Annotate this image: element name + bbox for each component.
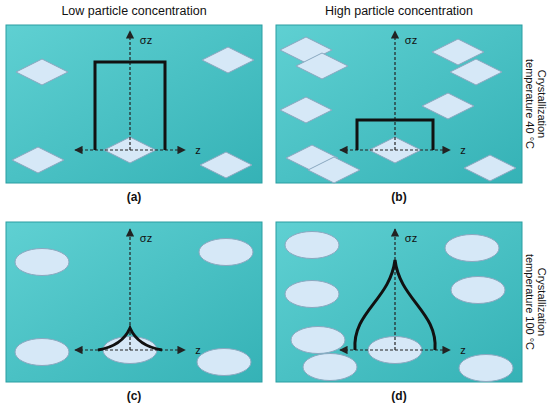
axis-label: σz [405,232,417,244]
axis-label: σz [140,232,152,244]
panel-label: (d) [391,390,406,403]
platelet-crystals [12,47,254,178]
row-heading: Crystallization temperature 100 °C [524,242,548,362]
platelet-crystals [280,37,516,183]
axis-label: z [460,144,466,156]
panel-label: (b) [391,191,406,204]
panel [276,222,522,382]
row-heading: Crystallization temperature 40 °C [524,44,548,164]
panel-label: (a) [127,191,142,204]
axis-label: σz [140,34,152,46]
ellipsoid-crystals [15,239,253,376]
panel [6,222,262,382]
axis-label: z [460,344,466,356]
stress-profile [95,62,435,350]
panel [6,25,262,183]
panel [276,25,522,183]
axis-label: σz [405,34,417,46]
axes [75,31,450,350]
axis-label: z [195,344,201,356]
column-heading: High particle concentration [325,5,473,19]
axis-label: z [195,144,201,156]
panel-label: (c) [127,390,142,403]
column-heading: Low particle concentration [61,5,206,19]
ellipsoid-crystals [285,232,513,382]
